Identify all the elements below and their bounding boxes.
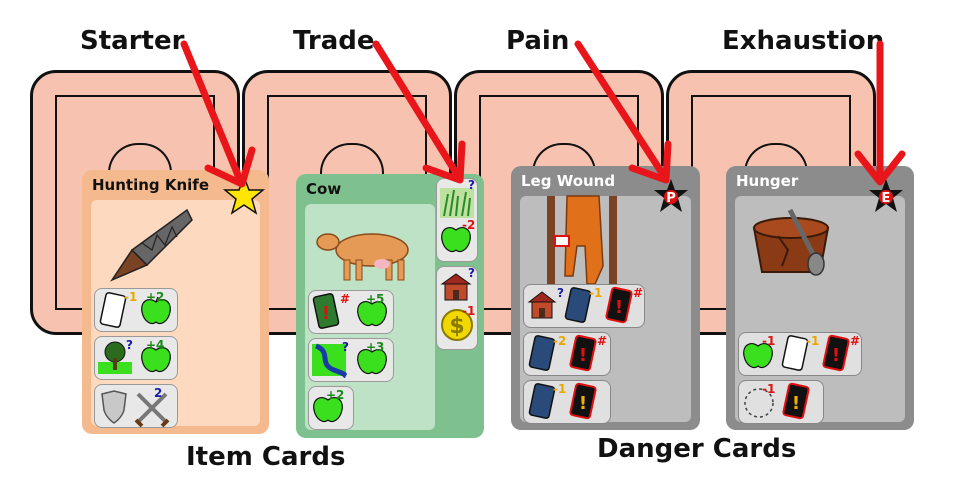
- question-mark: ?: [557, 286, 564, 300]
- question-mark: ?: [342, 340, 349, 354]
- pain-arrow-icon: [574, 40, 672, 184]
- svg-text:!: !: [579, 393, 587, 414]
- house-icon: [440, 273, 472, 301]
- card-icon: !: [569, 334, 597, 372]
- card-icon: !: [569, 382, 597, 420]
- starter-label: Starter: [80, 26, 185, 56]
- cost-value: -1: [762, 382, 776, 396]
- gain-value: +3: [366, 340, 385, 354]
- bowl-icon: [752, 208, 830, 276]
- pain-badge-icon: P: [654, 179, 688, 212]
- crossed-swords-icon: [134, 392, 170, 428]
- cost-value: -1: [124, 290, 138, 304]
- item-cards-label: Item Cards: [186, 442, 346, 472]
- hunting-knife-card: Hunting Knife -1 +2 ? +4 2: [82, 170, 269, 434]
- svg-text:E: E: [882, 191, 891, 206]
- leg-icon: [547, 195, 617, 286]
- exhaustion-arrow-icon: [854, 40, 906, 186]
- mark-value: #: [850, 334, 861, 348]
- svg-text:$: $: [449, 314, 464, 339]
- knife-icon: [109, 208, 193, 282]
- card-title: Leg Wound: [521, 172, 616, 190]
- shield-icon: [101, 390, 127, 424]
- apple-icon: [441, 227, 471, 253]
- card-title: Hunting Knife: [92, 176, 210, 194]
- apple-icon: [357, 301, 387, 327]
- gain-value: +2: [146, 290, 165, 304]
- apple-icon: [743, 343, 773, 369]
- cost-value: -1: [553, 382, 567, 396]
- card-icon: [528, 383, 556, 419]
- hunger-card: Hunger E -1 -1 ! # -1 !: [726, 166, 914, 430]
- mark-value: #: [340, 292, 351, 306]
- mark-value: #: [597, 334, 608, 348]
- question-mark: ?: [126, 338, 133, 352]
- apple-icon: [313, 397, 343, 423]
- gain-value: +4: [146, 338, 165, 352]
- grass-icon: [440, 188, 474, 218]
- svg-text:P: P: [666, 191, 676, 206]
- empty-slot-icon: [744, 388, 774, 418]
- svg-text:!: !: [322, 303, 330, 324]
- cost-value: -2: [462, 218, 476, 232]
- card-icon: [528, 335, 556, 371]
- card-icon: !: [605, 286, 633, 324]
- card-icon: !: [312, 293, 340, 329]
- tree-icon: [98, 341, 132, 374]
- star-icon: [222, 174, 266, 215]
- svg-text:!: !: [579, 345, 587, 366]
- mark-value: #: [633, 286, 644, 300]
- exhaustion-label: Exhaustion: [722, 26, 885, 56]
- card-icon: [564, 287, 592, 323]
- cost-value: -1: [762, 334, 776, 348]
- svg-text:!: !: [792, 393, 800, 414]
- svg-text:!: !: [615, 297, 623, 318]
- exhaustion-badge-icon: E: [869, 179, 903, 212]
- card-icon: !: [782, 382, 810, 420]
- trade-label: Trade: [293, 26, 375, 56]
- question-mark: ?: [468, 178, 475, 192]
- card-icon: [99, 292, 127, 328]
- card-title: Hunger: [736, 172, 799, 190]
- cost-value: -2: [553, 334, 567, 348]
- coin-icon: $: [441, 309, 473, 341]
- defense-value: 2: [154, 386, 163, 400]
- apple-icon: [141, 347, 171, 373]
- trade-slot-2: [738, 380, 824, 424]
- svg-text:!: !: [832, 345, 840, 366]
- danger-cards-label: Danger Cards: [597, 434, 797, 464]
- card-icon: !: [822, 334, 850, 372]
- cost-value: -1: [589, 286, 603, 300]
- starter-arrow-icon: [180, 40, 256, 188]
- gain-value: +2: [326, 388, 345, 402]
- apple-icon: [357, 349, 387, 375]
- cost-value: -1: [462, 304, 476, 318]
- apple-icon: [141, 296, 171, 325]
- card-icon: [781, 335, 809, 371]
- cow-card: Cow ? -2 ? $ -1 ! # +5 ? +3 +2: [296, 174, 484, 438]
- river-icon: [312, 343, 348, 379]
- cow-icon: [316, 233, 409, 281]
- card-title: Cow: [306, 180, 342, 198]
- house-icon: [527, 291, 557, 319]
- cost-value: -1: [806, 334, 820, 348]
- question-mark: ?: [468, 266, 475, 280]
- gain-value: +5: [366, 292, 385, 306]
- leg-wound-card: Leg Wound P ? -1 ! # -2 ! # -1 !: [511, 166, 700, 430]
- trade-arrow-icon: [372, 40, 466, 184]
- pain-label: Pain: [506, 26, 570, 56]
